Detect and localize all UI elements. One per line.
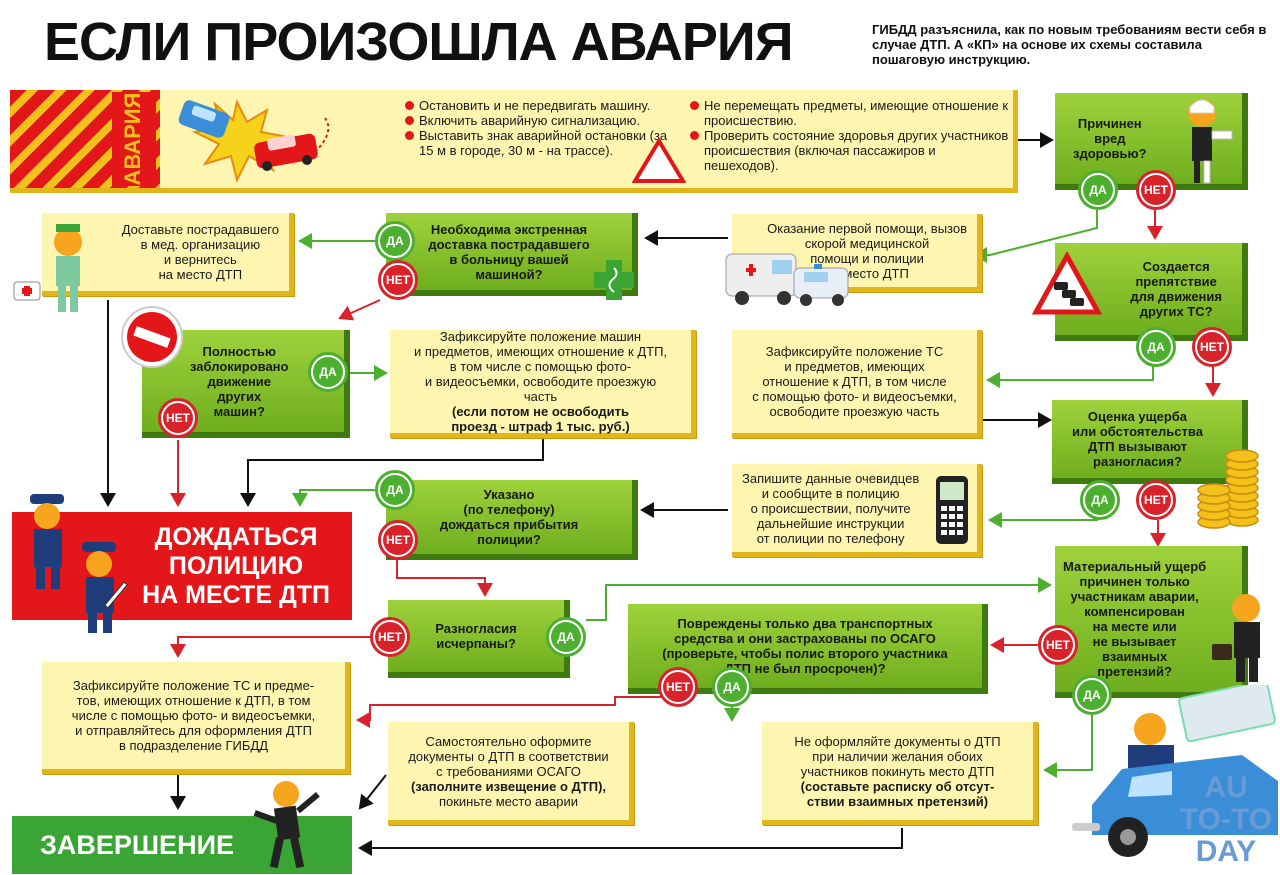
no-badge: НЕТ [378, 260, 418, 300]
yes-badge: ДА [375, 221, 415, 261]
medical-cross-icon [594, 260, 634, 300]
node-deliver-victim: Доставьте пострадавшего в мед. организац… [42, 213, 294, 296]
traffic-jam-sign-icon [1032, 252, 1102, 315]
node-phone-instruction: Указано (по телефону) дождаться прибытия… [386, 480, 638, 560]
police-officers-icon [30, 494, 128, 633]
arrow-health-yes [973, 210, 1098, 263]
no-badge: НЕТ [1192, 327, 1232, 367]
arrow-self-finish [358, 774, 387, 810]
coins-icon [1197, 449, 1259, 529]
arrow-obstacle-yes [986, 365, 1154, 388]
node-first-aid: Оказание первой помощи, вызов скорой мед… [732, 214, 982, 292]
yes-badge: ДА [308, 352, 348, 392]
yes-badge: ДА [712, 667, 752, 707]
injured-person-icon [1188, 99, 1233, 184]
warning-triangle-icon [632, 138, 686, 183]
svg-text:АВАРИЯ: АВАРИЯ [120, 93, 145, 186]
no-entry-sign-icon [121, 306, 183, 368]
accident-bullets-left: Остановить и не передвигать машину. Вклю… [405, 98, 675, 158]
arrow-material-yes [1043, 715, 1093, 778]
bullet-item: Выставить знак аварийной остановки (за 1… [405, 128, 675, 158]
page-subtitle: ГИБДД разъяснила, как по новым требовани… [872, 22, 1267, 67]
accident-bullets-right: Не перемещать предметы, имеющие отношени… [690, 98, 1010, 173]
node-no-documents: Не оформляйте документы о ДТП при наличи… [762, 722, 1038, 825]
arrow-resolved-yes [586, 577, 1052, 621]
yes-badge: ДА [375, 470, 415, 510]
yes-badge: ДА [1072, 675, 1112, 715]
page-title: ЕСЛИ ПРОИЗОШЛА АВАРИЯ [44, 12, 794, 72]
node-self-register: Самостоятельно оформите документы о ДТП … [388, 722, 634, 825]
arrow-osago-no [356, 696, 663, 728]
yes-badge: ДА [1078, 170, 1118, 210]
accident-panel [10, 90, 1018, 193]
node-wait-police: ДОЖДАТЬСЯ ПОЛИЦИЮ НА МЕСТЕ ДТП [12, 512, 352, 620]
node-fix-and-release: Зафиксируйте положение машин и предметов… [390, 329, 696, 438]
doctor-icon [13, 224, 82, 312]
no-badge: НЕТ [1136, 170, 1176, 210]
bullet-item: Включить аварийную сигнализацию. [405, 113, 675, 128]
node-fix-gibdd: Зафиксируйте положение ТС и предме- тов,… [42, 662, 350, 774]
car-with-driver-icon [1072, 685, 1278, 857]
crash-cars-icon [178, 99, 330, 183]
arrow-phone-no [396, 560, 493, 597]
no-badge: НЕТ [158, 398, 198, 438]
arrow-resolved-no [170, 636, 372, 658]
node-disputes-resolved: Разногласия исчерпаны? [388, 600, 570, 678]
happy-person-icon [253, 781, 320, 869]
ambulance-police-icon [725, 253, 849, 306]
bullet-item: Остановить и не передвигать машину. [405, 98, 675, 113]
no-badge: НЕТ [1038, 625, 1078, 665]
mobile-phone-icon [936, 476, 968, 544]
arrow-emergency-no [338, 299, 381, 321]
accident-label: АВАРИЯ [112, 92, 156, 186]
no-badge: НЕТ [370, 617, 410, 657]
businessman-icon [1212, 594, 1260, 682]
no-badge: НЕТ [658, 667, 698, 707]
bullet-item: Не перемещать предметы, имеющие отношени… [690, 98, 1010, 128]
yes-badge: ДА [546, 617, 586, 657]
node-material-damage: Материальный ущерб причинен только участ… [1055, 546, 1248, 698]
node-fix-release-2: Зафиксируйте положение ТС и предметов, и… [732, 330, 982, 438]
yes-badge: ДА [1136, 327, 1176, 367]
arrow-fix-wait [240, 438, 544, 507]
no-badge: НЕТ [378, 520, 418, 560]
arrow-nodocs-finish [358, 828, 903, 856]
yes-badge: ДА [1080, 480, 1120, 520]
arrow-phone-yes [292, 489, 375, 507]
no-badge: НЕТ [1136, 480, 1176, 520]
bullet-item: Проверить состояние здоровья других учас… [690, 128, 1010, 173]
